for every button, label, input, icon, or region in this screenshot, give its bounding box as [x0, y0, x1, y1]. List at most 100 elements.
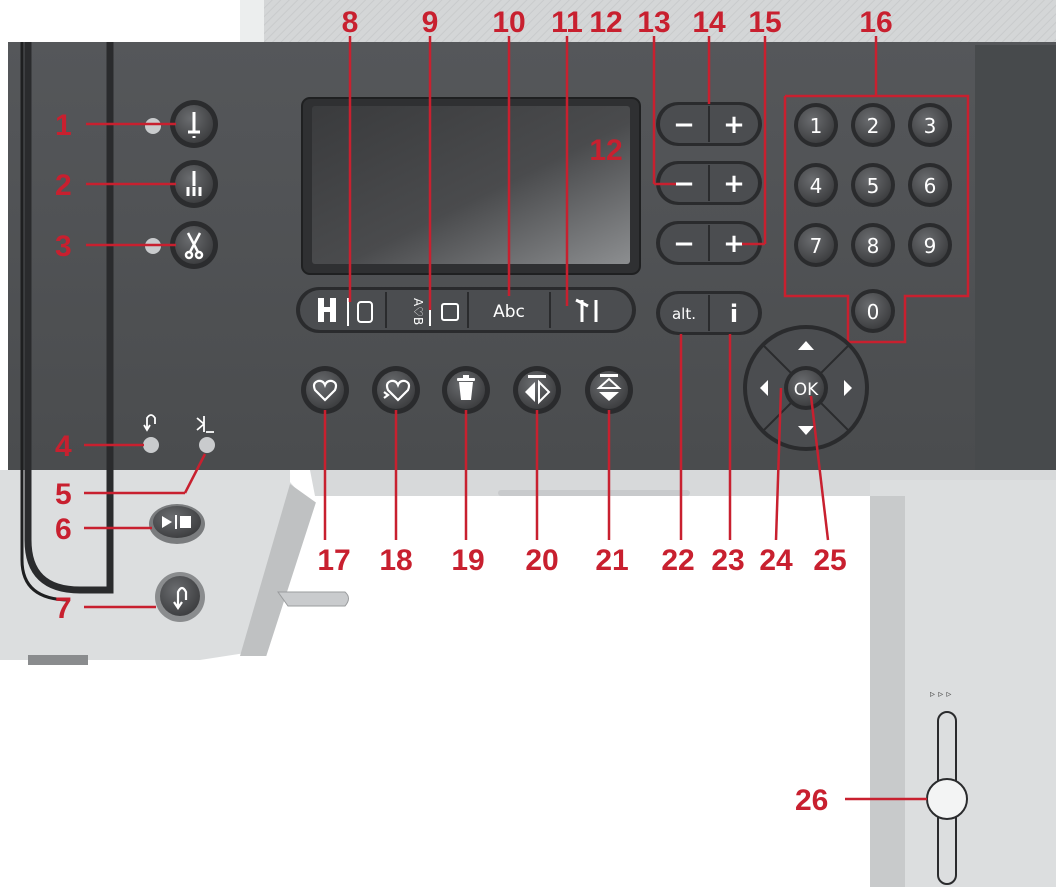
callout-1: 1: [55, 109, 72, 142]
alphabet-menu-button[interactable]: A♡B: [411, 298, 459, 326]
white-bed-area: [0, 496, 870, 887]
keypad-key-7-label: 7: [810, 234, 823, 258]
arrow-left-button[interactable]: [760, 380, 768, 396]
info-button[interactable]: i: [730, 300, 738, 328]
settings-menu-button[interactable]: [575, 298, 598, 322]
keypad-key-0[interactable]: 0: [851, 289, 895, 333]
thread-cut-button[interactable]: [170, 221, 218, 269]
reverse-button[interactable]: [155, 572, 205, 622]
bed-slot: [498, 490, 690, 496]
callout-leaders: [84, 36, 927, 801]
speed-slider-knob[interactable]: [926, 778, 968, 820]
callout-3: 3: [55, 230, 72, 263]
callout-11: 11: [551, 6, 583, 39]
mirror-end-button[interactable]: [585, 366, 633, 414]
navigation-wheel: OK: [743, 325, 869, 451]
tie-off-icon: [196, 416, 214, 433]
thread-guide-rail-inner: [20, 42, 71, 602]
length-plus-button[interactable]: +: [723, 169, 745, 199]
function-button-bar: [296, 287, 636, 333]
width-plus-button[interactable]: +: [723, 110, 745, 140]
keypad-key-1[interactable]: 1: [794, 103, 838, 147]
scissors-icon: [184, 232, 204, 260]
keypad-key-2-label: 2: [867, 114, 880, 138]
keypad-key-9[interactable]: 9: [908, 223, 952, 267]
load-favorite-button[interactable]: [372, 366, 420, 414]
arrow-right-button[interactable]: [844, 380, 852, 396]
font-menu-button[interactable]: Abc: [493, 302, 525, 322]
needle-stop-button[interactable]: [170, 100, 218, 148]
display-screen: [312, 106, 630, 264]
arrow-up-button[interactable]: [798, 341, 814, 350]
alt-button-group: alt. i: [656, 291, 762, 335]
callout-13: 13: [637, 6, 670, 39]
callout-10: 10: [492, 6, 525, 39]
needle-up-down-icon: [188, 112, 200, 138]
mirror-end-icon: [596, 374, 622, 401]
callout-12: 12: [589, 6, 622, 39]
start-stop-button[interactable]: [149, 504, 205, 544]
mirror-side-button[interactable]: [513, 366, 561, 414]
left-body-shadow: [240, 484, 318, 656]
panel-right-shoulder: [975, 45, 1056, 470]
thread-guide-rail: [24, 42, 114, 594]
callout-22: 22: [661, 544, 694, 577]
callout-23: 23: [711, 544, 744, 577]
callout-26: 26: [795, 784, 828, 817]
trash-icon: [457, 375, 475, 400]
favorite-button[interactable]: [301, 366, 349, 414]
width-minus-button[interactable]: −: [673, 110, 695, 140]
needle-stop-led: [145, 118, 161, 134]
keypad-key-4[interactable]: 4: [794, 163, 838, 207]
callout-16: 16: [859, 6, 892, 39]
keypad-key-2[interactable]: 2: [851, 103, 895, 147]
tension-plus-button[interactable]: +: [723, 229, 745, 259]
callout-14: 14: [692, 6, 726, 39]
numeric-keypad: 1 2 3 4 5 6 7 8 9 0: [783, 94, 970, 344]
keypad-key-3-label: 3: [924, 114, 937, 138]
keypad-key-7[interactable]: 7: [794, 223, 838, 267]
heart-icon: [312, 379, 338, 402]
alt-button[interactable]: alt.: [672, 305, 696, 323]
callout-15: 15: [748, 6, 781, 39]
keypad-key-8-label: 8: [867, 234, 880, 258]
keypad-key-1-label: 1: [810, 114, 823, 138]
callout-12-on-screen: 12: [589, 134, 622, 167]
length-minus-button[interactable]: −: [673, 169, 695, 199]
callout-20: 20: [525, 544, 558, 577]
keypad-key-3[interactable]: 3: [908, 103, 952, 147]
action-led: [199, 437, 215, 453]
stepper-tension: − +: [656, 221, 762, 265]
callout-21: 21: [595, 544, 628, 577]
reverse-icon: [143, 414, 156, 432]
mirror-side-icon: [525, 375, 551, 405]
stepper-width: − +: [656, 102, 762, 146]
keypad-key-8[interactable]: 8: [851, 223, 895, 267]
callout-7: 7: [55, 592, 72, 625]
tension-minus-button[interactable]: −: [673, 229, 695, 259]
callout-17: 17: [317, 544, 350, 577]
callout-18: 18: [379, 544, 412, 577]
keypad-key-6-label: 6: [924, 174, 937, 198]
keypad-key-6[interactable]: 6: [908, 163, 952, 207]
presser-foot-icon: [186, 171, 202, 196]
arrow-down-button[interactable]: [798, 426, 814, 435]
keypad-key-5-label: 5: [867, 174, 880, 198]
callout-25: 25: [813, 544, 846, 577]
callout-8: 8: [342, 6, 359, 39]
delete-button[interactable]: [442, 366, 490, 414]
stitch-menu-button[interactable]: [318, 298, 373, 326]
alphabet-label: A♡B: [411, 298, 425, 325]
presser-foot-button[interactable]: [170, 160, 218, 208]
callout-4: 4: [55, 430, 72, 463]
cover-edge-light: [240, 0, 264, 48]
callout-labels: 1 2 3 4 5 6 7 8 9 10 11 12 12 13 14 15 1…: [55, 6, 893, 817]
ok-button[interactable]: OK: [794, 380, 819, 400]
reverse-led: [143, 437, 159, 453]
keypad-key-5[interactable]: 5: [851, 163, 895, 207]
callout-9: 9: [422, 6, 439, 39]
heart-load-icon: [383, 379, 411, 402]
left-light-body: [0, 470, 310, 660]
callout-2: 2: [55, 169, 72, 202]
